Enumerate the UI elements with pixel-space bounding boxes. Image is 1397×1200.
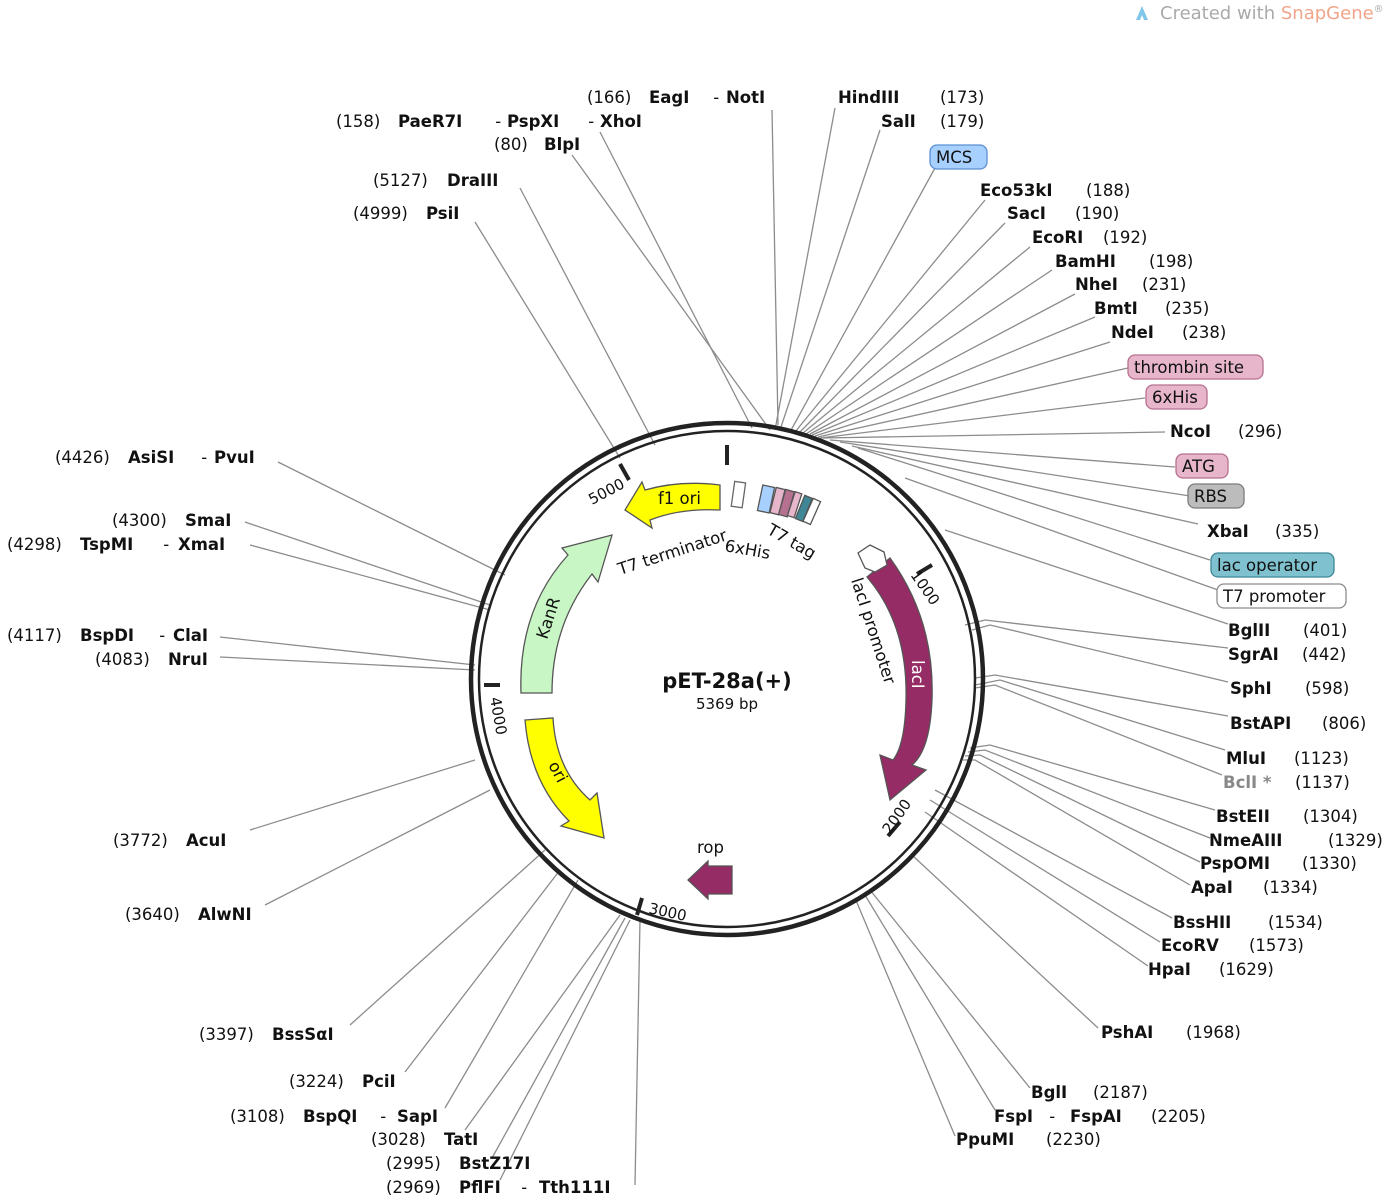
site-label-bamhi: BamHI(198) bbox=[1055, 252, 1193, 271]
site-label-sgrai: SgrAI(442) bbox=[1228, 645, 1346, 664]
backbone bbox=[468, 420, 986, 938]
feature-laci: lacI bbox=[866, 557, 933, 802]
feature-laci-promoter-arrow bbox=[857, 544, 888, 573]
snapgene-logo-icon bbox=[1136, 6, 1148, 20]
site-label-fspi-fspai: FspI - FspAI(2205) bbox=[994, 1107, 1206, 1126]
site-label-alwni: (3640)AlwNI bbox=[125, 905, 252, 924]
site-label-apai: ApaI(1334) bbox=[1191, 878, 1318, 897]
site-label-pspomi: PspOMI(1330) bbox=[1200, 854, 1357, 873]
feature-f1-ori: f1 ori bbox=[624, 480, 721, 530]
site-label-blpi: (80)BlpI bbox=[494, 135, 580, 154]
site-label-sphi: SphI(598) bbox=[1230, 679, 1349, 698]
site-label-asisi-pvui: (4426)AsiSI - PvuI bbox=[55, 448, 255, 467]
site-label-smai: (4300)SmaI bbox=[112, 511, 231, 530]
site-label-nhei: NheI(231) bbox=[1075, 275, 1186, 294]
feature-kanr: KanR bbox=[520, 534, 613, 694]
site-label-draiii: (5127)DraIII bbox=[373, 171, 498, 190]
feature-box-label: 6xHis bbox=[1152, 388, 1198, 407]
site-label-bmti: BmtI(235) bbox=[1094, 299, 1209, 318]
site-label-xbai: XbaI(335) bbox=[1207, 522, 1319, 541]
site-label-ncoi: NcoI(296) bbox=[1170, 422, 1282, 441]
snapgene-brand: Created with SnapGene® bbox=[1136, 3, 1384, 24]
rop-label: rop bbox=[697, 838, 724, 857]
site-label-ndei: NdeI(238) bbox=[1111, 323, 1226, 342]
feature-box-label: thrombin site bbox=[1134, 358, 1244, 377]
site-label-sali: SalI(179) bbox=[881, 112, 984, 131]
site-label-bsssai: (3397)BssSαI bbox=[199, 1025, 334, 1044]
leader-lines bbox=[219, 107, 1229, 1186]
brand-prefix: Created with bbox=[1160, 3, 1281, 24]
feature-box-label: RBS bbox=[1194, 487, 1227, 506]
t7-tag-label: T7 tag bbox=[763, 520, 819, 563]
site-label-bsshii: BssHII(1534) bbox=[1173, 913, 1323, 932]
feature-box-t7-promoter: T7 promoter bbox=[1216, 583, 1347, 609]
site-labels: (166)EagI - NotI HindIII(173) (158)PaeR7… bbox=[7, 88, 1383, 1197]
feature-box-6xhis: 6xHis bbox=[1145, 384, 1208, 410]
tick-4000: 4000 bbox=[486, 696, 510, 737]
feature-box-thrombin-site: thrombin site bbox=[1127, 354, 1264, 380]
feature-box-atg: ATG bbox=[1175, 453, 1229, 479]
site-label-bspdi-clai: (4117)BspDI - ClaI bbox=[7, 626, 208, 645]
site-label-nmeaiii: NmeAIII(1329) bbox=[1209, 831, 1383, 850]
feature-box-label: T7 promoter bbox=[1222, 587, 1326, 606]
plasmid-name: pET-28a(+) bbox=[662, 669, 792, 693]
site-label-eagi-noti: (166)EagI - NotI bbox=[587, 88, 765, 107]
site-label-bgli: BglI(2187) bbox=[1031, 1083, 1148, 1102]
tick-2000: 2000 bbox=[879, 796, 916, 838]
sixhis-inner-label: 6xHis bbox=[723, 536, 771, 563]
tick-5000: 5000 bbox=[585, 475, 627, 509]
site-label-pshai: PshAI(1968) bbox=[1101, 1023, 1241, 1042]
tick-3000: 3000 bbox=[647, 899, 688, 925]
feature-box-mcs: MCS bbox=[929, 144, 988, 170]
feature-box-label: lac operator bbox=[1217, 556, 1317, 575]
f1-ori-label: f1 ori bbox=[658, 489, 701, 508]
mcs-region-boxes bbox=[730, 480, 822, 526]
plasmid-size: 5369 bp bbox=[696, 695, 758, 713]
site-label-ppumi: PpuMI(2230) bbox=[956, 1130, 1101, 1149]
feature-box-lac-operator: lac operator bbox=[1210, 552, 1335, 578]
brand-name: SnapGene bbox=[1281, 3, 1374, 24]
site-label-bstapi: BstAPI(806) bbox=[1230, 714, 1366, 733]
feature-box-label: ATG bbox=[1182, 457, 1215, 476]
site-label-pcii: (3224)PciI bbox=[289, 1072, 396, 1091]
site-label-saci: SacI(190) bbox=[1007, 204, 1119, 223]
site-label-bcli: BclI *(1137) bbox=[1223, 773, 1350, 792]
site-label-mlui: MluI(1123) bbox=[1226, 749, 1349, 768]
site-label-tati: (3028)TatI bbox=[371, 1130, 478, 1149]
site-label-acui: (3772)AcuI bbox=[113, 831, 226, 850]
site-label-bglii: BglII(401) bbox=[1228, 621, 1347, 640]
site-label-hindiii: HindIII(173) bbox=[838, 88, 984, 107]
site-label-ecorv: EcoRV(1573) bbox=[1161, 936, 1304, 955]
site-label-bsteii: BstEII(1304) bbox=[1216, 807, 1358, 826]
t7-terminator-label: T7 terminator bbox=[614, 526, 729, 580]
site-label-hpai: HpaI(1629) bbox=[1148, 960, 1274, 979]
site-label-eco53ki: Eco53kI(188) bbox=[980, 181, 1130, 200]
brand-mark: ® bbox=[1374, 4, 1384, 15]
site-label-pflfi-tth111i: (2969)PflFI - Tth111I bbox=[386, 1178, 610, 1197]
feature-ori: ori bbox=[524, 717, 605, 839]
site-label-bstz17i: (2995)BstZ17I bbox=[386, 1154, 530, 1173]
feature-box-rbs: RBS bbox=[1187, 483, 1245, 509]
laci-label: lacI bbox=[908, 660, 927, 689]
site-label-bspqi-sapi: (3108)BspQI - SapI bbox=[230, 1107, 438, 1126]
site-label-psii: (4999)PsiI bbox=[353, 204, 459, 223]
svg-text:Created with SnapGene®: Created with SnapGene® bbox=[1160, 3, 1384, 24]
site-label-paer7i-pspxi-xhoi: (158)PaeR7I - PspXI - XhoI bbox=[336, 112, 642, 131]
feature-rop: rop bbox=[687, 838, 733, 901]
feature-box-label: MCS bbox=[936, 148, 972, 167]
site-label-nrui: (4083)NruI bbox=[95, 650, 208, 669]
site-label-ecori: EcoRI(192) bbox=[1032, 228, 1147, 247]
site-label-tspmi-xmai: (4298)TspMI - XmaI bbox=[7, 535, 225, 554]
